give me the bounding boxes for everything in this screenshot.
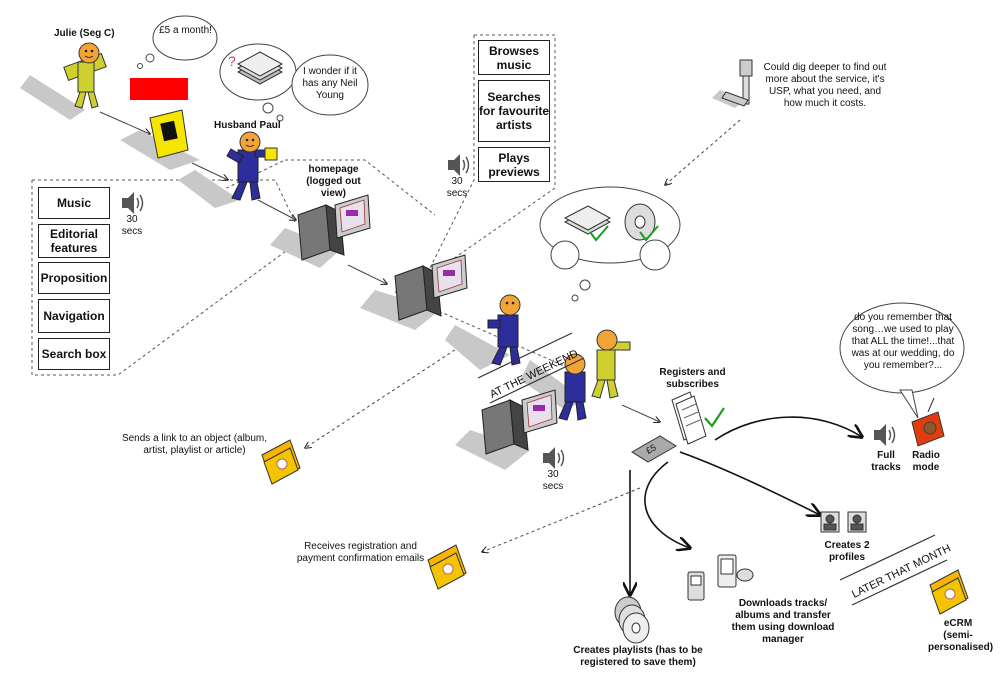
secs-label-3: 30 secs <box>542 469 564 492</box>
receives-text: Receives registration and payment confir… <box>296 541 425 564</box>
radio-bubble-text: do you remember that song…we used to pla… <box>851 312 955 371</box>
speaker-icon <box>122 192 144 214</box>
mp3-player-icon <box>687 554 754 601</box>
shadows <box>20 75 745 470</box>
top-menu-callout <box>429 34 556 269</box>
paul-bubble-text: I wonder if it has any Neil Young <box>302 66 358 101</box>
julie-label: Julie (Seg C) <box>54 28 115 39</box>
radio-mode-label: Radio mode <box>912 450 940 473</box>
menu-search-box: Search box <box>38 338 110 370</box>
paul-figure-weekend <box>487 294 521 366</box>
julie-figure <box>63 42 107 109</box>
couple-figures <box>558 329 631 421</box>
radio-icon <box>911 397 945 447</box>
julie-thought-bubble <box>137 15 218 69</box>
full-tracks-label: Full tracks <box>871 450 901 473</box>
sends-link-text: Sends a link to an object (album, artist… <box>121 433 268 456</box>
magazine-icon <box>149 109 189 159</box>
ecrm-label: eCRM (semi-personalised) <box>928 618 994 653</box>
menu-searches-artists: Searches for favourite artists <box>478 80 550 142</box>
money-stack-icon <box>236 51 284 85</box>
menu-plays-previews: Plays previews <box>478 147 550 182</box>
computer-weekend-icon <box>481 389 558 455</box>
email-ecrm-icon <box>929 569 969 615</box>
julie-bubble-text: £5 a month! <box>159 25 212 36</box>
radio-speech-bubble <box>839 302 965 419</box>
left-menu-callout <box>31 179 586 376</box>
computer-homepage-icon <box>297 194 371 261</box>
secs-label-1: 30 secs <box>121 214 143 237</box>
profiles-label: Creates 2 profiles <box>824 540 870 563</box>
menu-browses-music: Browses music <box>478 40 550 75</box>
menu-music: Music <box>38 187 110 219</box>
menu-navigation: Navigation <box>38 299 110 333</box>
email-confirmation-icon <box>427 544 467 590</box>
computer-browse-icon <box>394 254 468 321</box>
dig-deeper-text: Could dig deeper to find out more about … <box>763 62 887 109</box>
cd-check-icon <box>624 203 659 242</box>
later-divider <box>839 534 948 606</box>
proposition-cloud <box>539 186 681 302</box>
bold-arrows <box>630 416 862 595</box>
speaker-icon <box>543 447 565 469</box>
registers-label: Registers and subscribes <box>659 367 726 390</box>
menu-proposition: Proposition <box>38 262 110 294</box>
red-block <box>130 78 188 100</box>
documents-check-icon <box>671 391 725 445</box>
downloads-label: Downloads tracks/ albums and transfer th… <box>731 598 835 645</box>
signpost-icon <box>721 59 753 107</box>
dashed-connectors <box>305 119 741 552</box>
paul-figure <box>226 131 278 201</box>
speaker-icon <box>448 154 470 176</box>
pound-note-icon <box>631 435 677 463</box>
menu-editorial-features: Editorial features <box>38 224 110 258</box>
profiles-icon <box>820 511 867 533</box>
speaker-icon <box>874 424 896 446</box>
weekend-divider <box>477 332 585 404</box>
money-check-icon <box>563 205 612 242</box>
playlists-cd-icon <box>614 596 650 644</box>
paul-label: Husband Paul <box>214 120 281 131</box>
question-mark: ? <box>228 53 236 69</box>
homepage-label: homepage (logged out view) <box>306 164 361 199</box>
email-link-icon <box>261 439 301 485</box>
flow-arrows <box>99 111 660 422</box>
playlists-label: Creates playlists (has to be registered … <box>573 645 703 668</box>
secs-label-2: 30 secs <box>446 176 468 199</box>
